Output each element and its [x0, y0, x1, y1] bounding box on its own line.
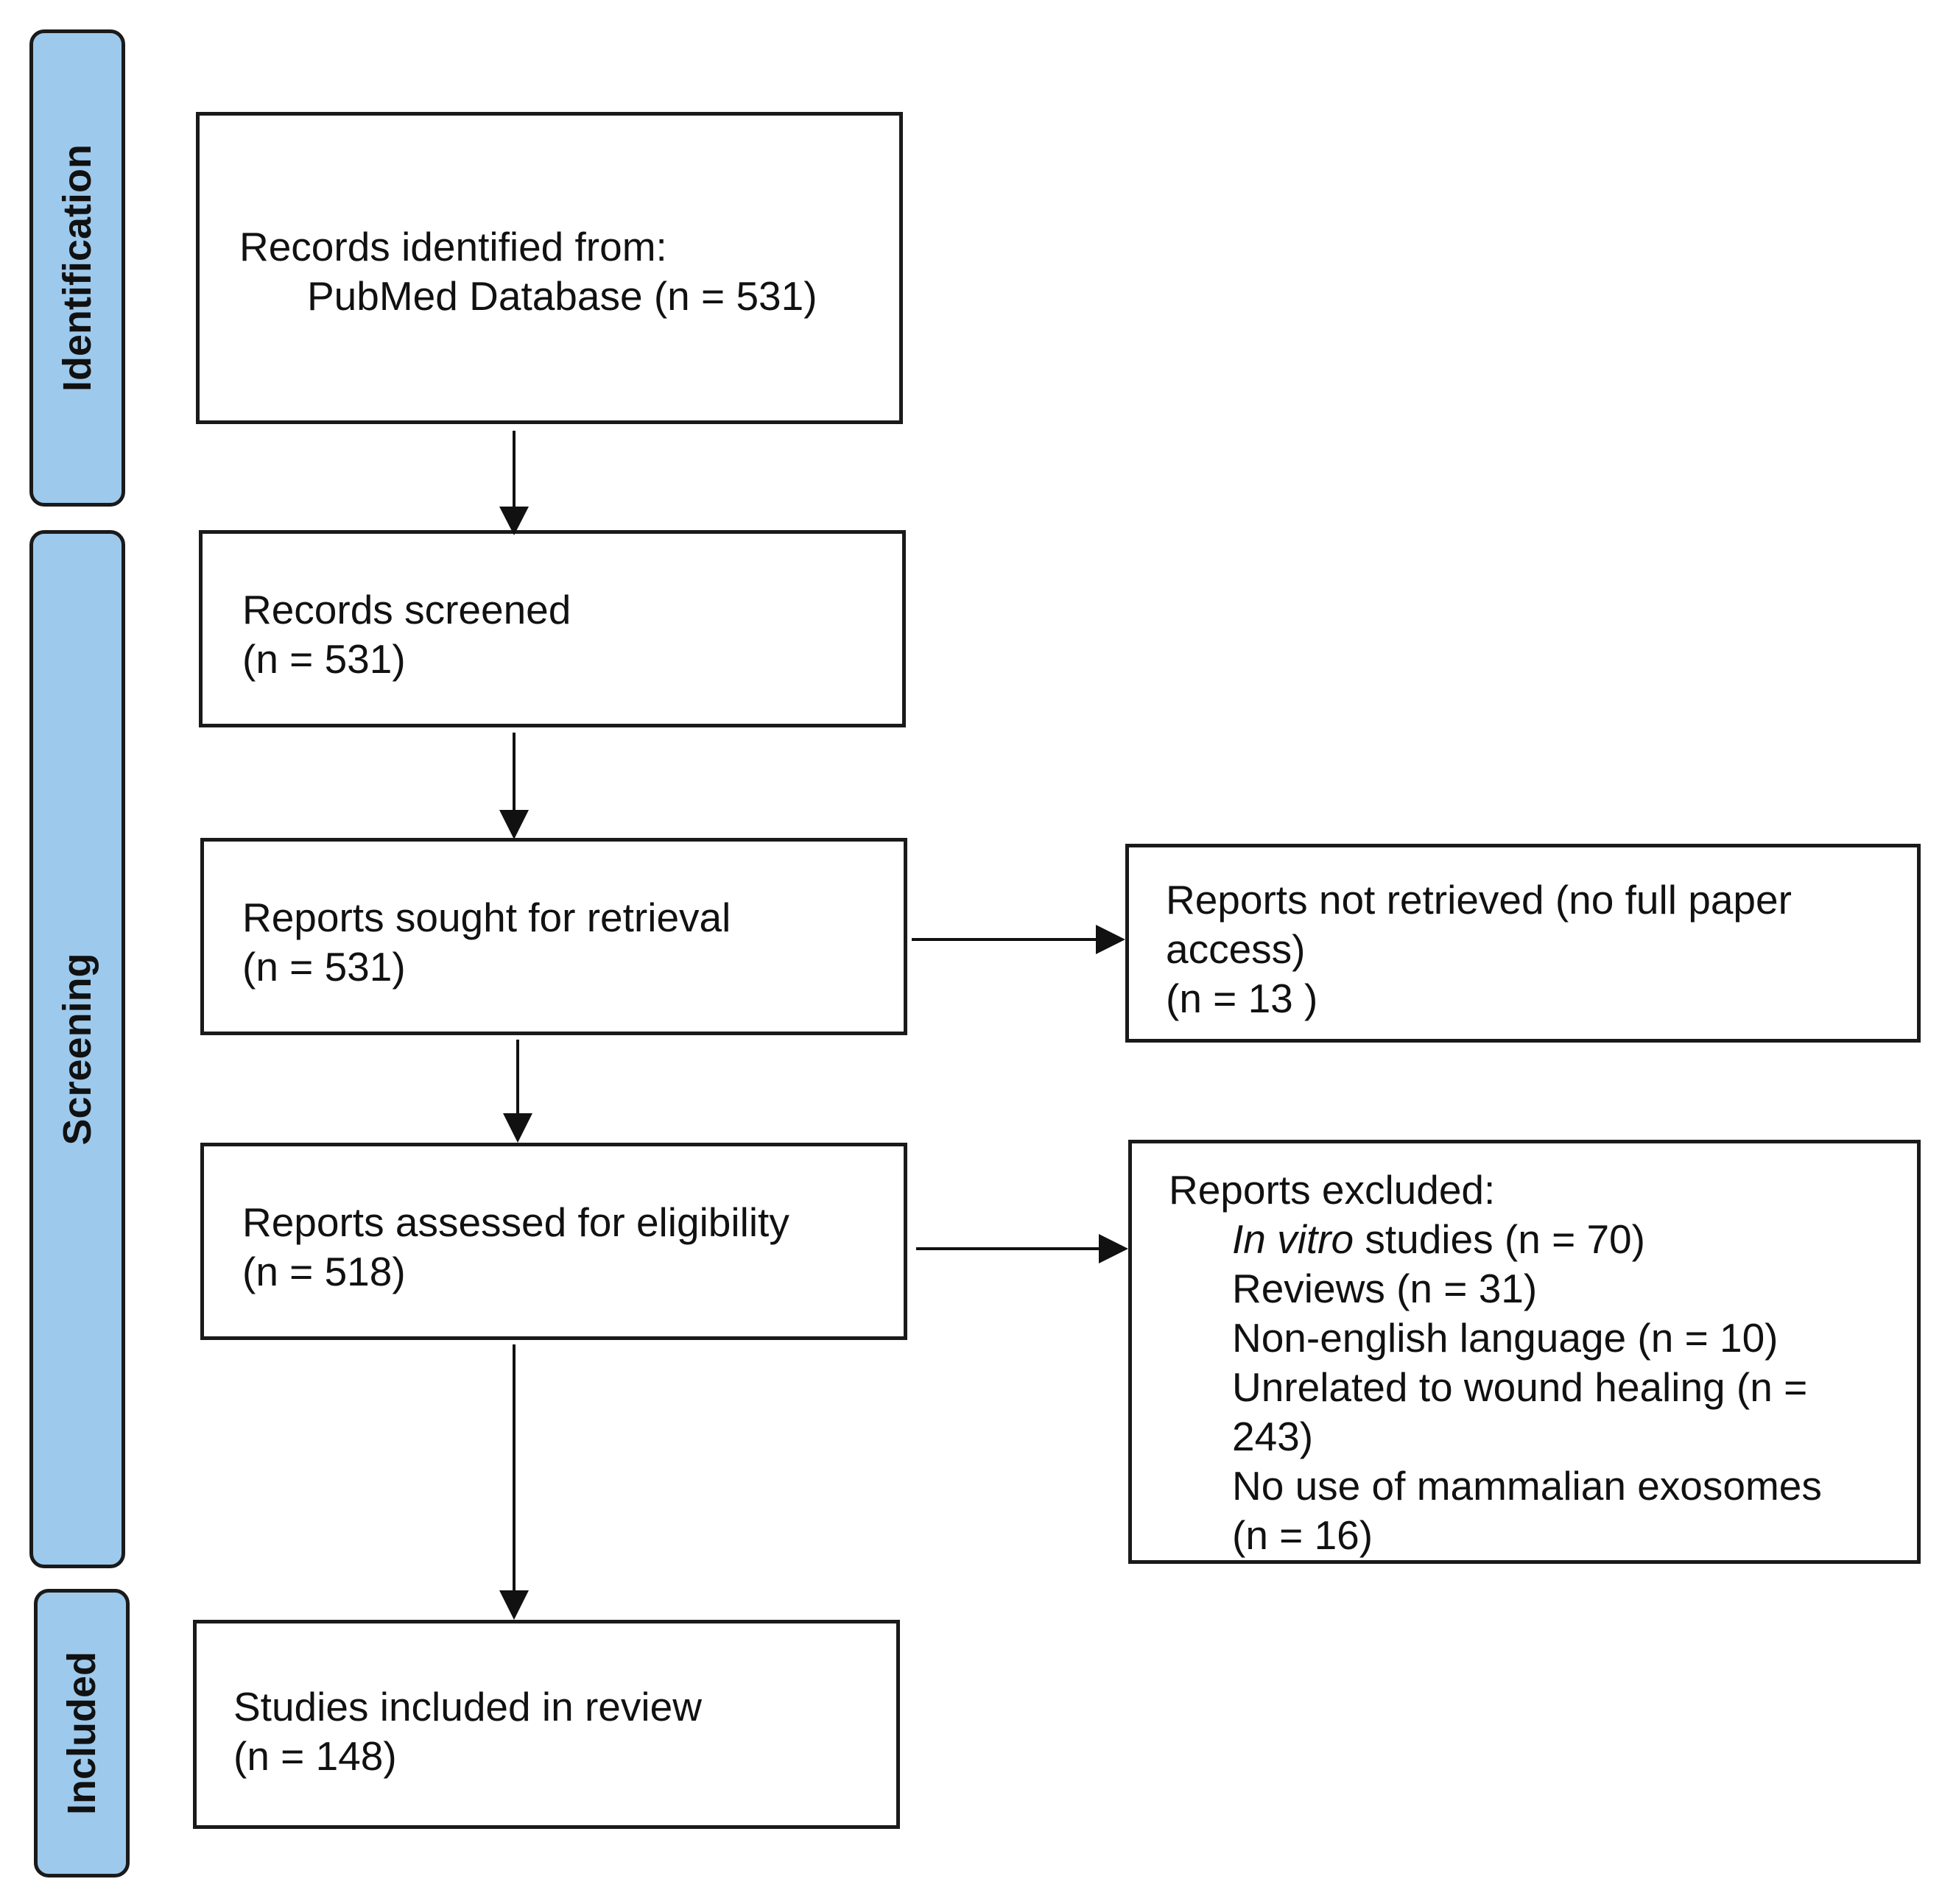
studies-included-title: Studies included in review [233, 1684, 702, 1730]
reports-assessed-title: Reports assessed for eligibility [242, 1199, 789, 1245]
records-identified-count: PubMed Database (n = 531) [307, 273, 817, 319]
records-screened-title: Records screened [242, 587, 571, 632]
excluded-no-mammalian-cont: (n = 16) [1232, 1512, 1373, 1558]
excluded-in-vitro: In vitro studies (n = 70) [1169, 1215, 1917, 1264]
reports-sought-count: (n = 531) [242, 944, 406, 990]
excluded-unrelated: Unrelated to wound healing (n = [1232, 1364, 1808, 1410]
reports-not-retrieved-title-cont: access) [1166, 926, 1306, 972]
records-identified-box: Records identified from: PubMed Database… [196, 112, 903, 424]
stage-identification: Identification [29, 29, 125, 507]
studies-included-count: (n = 148) [233, 1733, 397, 1779]
reports-assessed-count: (n = 518) [242, 1249, 406, 1294]
reports-not-retrieved-count: (n = 13 ) [1166, 976, 1318, 1021]
excluded-non-english: Non-english language (n = 10) [1232, 1315, 1779, 1361]
arrowhead-assessed-to-included [499, 1590, 529, 1620]
records-screened-count: (n = 531) [242, 636, 406, 682]
arrowhead-sought-to-assessed [503, 1113, 532, 1143]
studies-included-box: Studies included in review (n = 148) [193, 1620, 900, 1829]
arrowhead-identified-to-screened [499, 507, 529, 535]
arrowhead-assessed-to-excluded [1099, 1234, 1128, 1263]
arrowhead-sought-to-not-retrieved [1096, 925, 1125, 954]
reports-not-retrieved-box: Reports not retrieved (no full paper acc… [1125, 844, 1921, 1043]
excluded-reviews: Reviews (n = 31) [1232, 1266, 1538, 1311]
reports-sought-box: Reports sought for retrieval (n = 531) [200, 838, 907, 1035]
excluded-in-vitro-rest: studies (n = 70) [1354, 1216, 1645, 1262]
reports-not-retrieved-title: Reports not retrieved (no full paper [1166, 877, 1792, 923]
stage-screening: Screening [29, 530, 125, 1568]
reports-excluded-box: Reports excluded: In vitro studies (n = … [1128, 1140, 1921, 1564]
excluded-unrelated-cont: 243) [1232, 1414, 1314, 1459]
stage-included: Included [34, 1589, 130, 1877]
records-identified-title: Records identified from: [239, 224, 667, 269]
reports-excluded-title: Reports excluded: [1169, 1167, 1496, 1213]
excluded-in-vitro-italic: In vitro [1232, 1216, 1354, 1262]
arrowhead-screened-to-sought [499, 810, 529, 839]
reports-assessed-box: Reports assessed for eligibility (n = 51… [200, 1143, 907, 1340]
reports-sought-title: Reports sought for retrieval [242, 895, 731, 940]
records-screened-box: Records screened (n = 531) [199, 530, 906, 727]
excluded-no-mammalian: No use of mammalian exosomes [1232, 1463, 1822, 1509]
